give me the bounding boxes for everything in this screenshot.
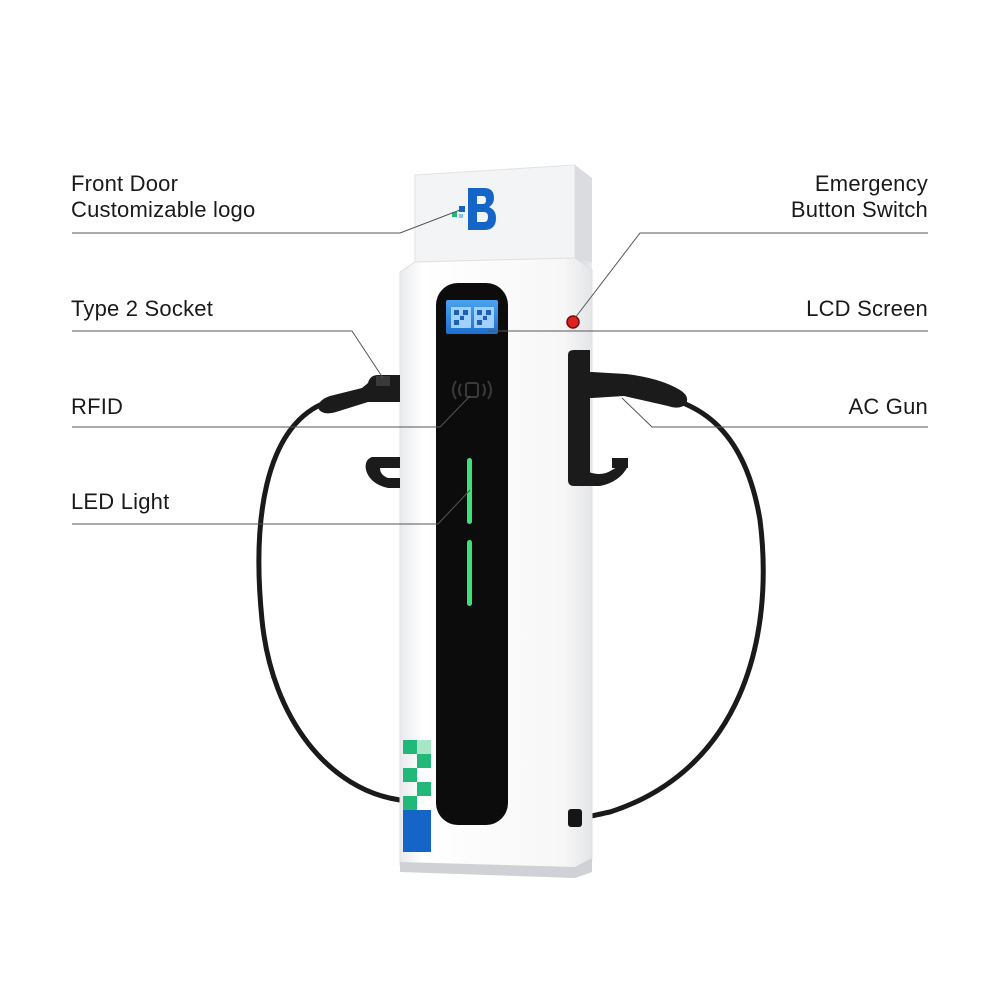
label-rfid: RFID — [71, 394, 123, 420]
label-front-door-line2: Customizable logo — [71, 197, 256, 222]
led-strip-lower — [467, 540, 472, 606]
qr-code-icon — [451, 307, 494, 328]
emergency-button — [566, 315, 580, 329]
ac-gun-cable — [575, 389, 766, 821]
label-emergency-line2: Button Switch — [790, 197, 928, 222]
label-led-light: LED Light — [71, 489, 169, 515]
left-hook — [365, 457, 400, 488]
type2-socket-cable — [256, 401, 403, 803]
leader-front-door — [72, 209, 461, 234]
ac-gun-plug — [578, 372, 688, 408]
type2-socket-plug — [318, 375, 400, 414]
label-emergency: Emergency Button Switch — [791, 171, 928, 223]
leader-type2-socket — [72, 330, 384, 379]
label-ac-gun: AC Gun — [849, 394, 928, 420]
leader-emergency — [574, 232, 928, 319]
label-led-light-text: LED Light — [71, 489, 170, 514]
leader-rfid — [72, 395, 471, 428]
label-emergency-line1: Emergency — [814, 171, 928, 196]
rfid-wave-icon — [452, 380, 492, 400]
label-lcd-screen-text: LCD Screen — [806, 296, 928, 321]
right-holster — [568, 350, 628, 486]
label-lcd-screen: LCD Screen — [806, 296, 928, 322]
leader-lines — [72, 209, 928, 525]
pixel-decoration — [403, 740, 431, 852]
brand-b-logo-icon — [452, 188, 496, 230]
label-ac-gun-text: AC Gun — [848, 394, 928, 419]
label-type2-socket: Type 2 Socket — [71, 296, 213, 322]
label-rfid-text: RFID — [71, 394, 124, 419]
leader-led-light — [72, 489, 471, 525]
label-type2-socket-text: Type 2 Socket — [71, 296, 214, 321]
cable-gland — [568, 809, 582, 827]
leader-ac-gun — [621, 397, 928, 428]
label-front-door-line1: Front Door — [71, 171, 179, 196]
label-front-door: Front Door Customizable logo — [71, 171, 255, 223]
